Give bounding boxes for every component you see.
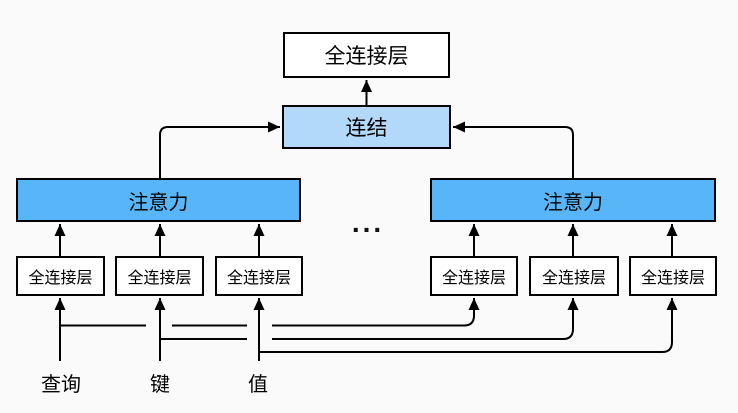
node-fc-right-2: 全连接层: [529, 256, 619, 296]
node-fc-left-2: 全连接层: [115, 256, 204, 296]
input-label-key: 键: [150, 374, 170, 396]
node-fc-right-3: 全连接层: [629, 256, 717, 296]
arrow-value-to-fc6: [259, 298, 678, 353]
node-fc-right-1: 全连接层: [430, 256, 518, 296]
node-output-fc-layer: 全连接层: [283, 32, 450, 78]
node-attention-left: 注意力: [16, 178, 301, 222]
arrow-attention-right-to-concat: [453, 121, 574, 178]
input-label-query: 查询: [41, 374, 81, 396]
node-attention-right: 注意力: [430, 178, 716, 222]
input-label-value: 值: [248, 374, 268, 396]
arrow-key-to-fc5: [272, 298, 579, 340]
arrow-query-to-fc4: [272, 298, 480, 327]
node-concat: 连结: [282, 105, 451, 149]
node-fc-left-3: 全连接层: [215, 256, 303, 296]
arrow-attention-left-to-concat: [159, 121, 280, 178]
ellipsis-more-heads: ...: [351, 207, 385, 238]
node-fc-left-1: 全连接层: [16, 256, 105, 296]
